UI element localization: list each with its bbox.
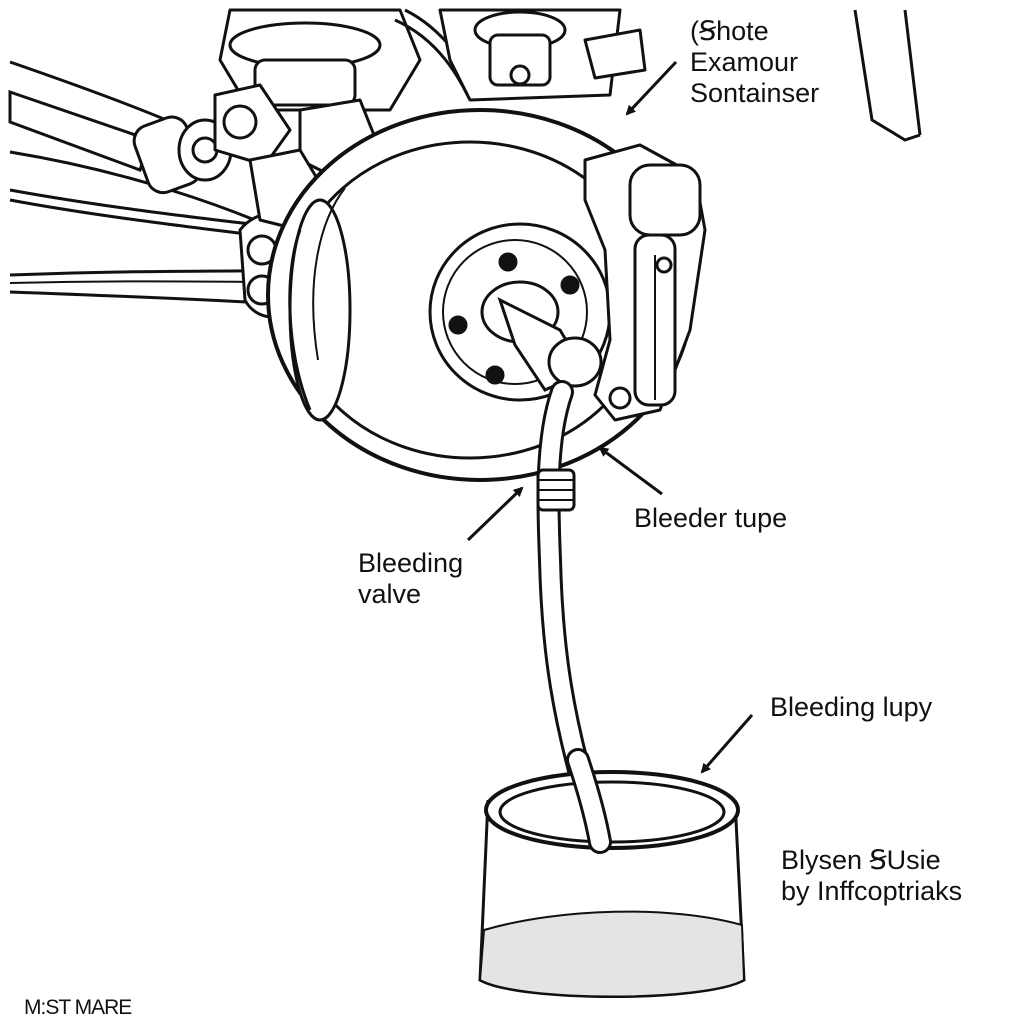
corner-mark: M:ST MARE <box>24 996 132 1019</box>
bleeding-bottle <box>478 748 746 998</box>
wheel-hub <box>448 252 603 392</box>
strut-assembly <box>213 8 647 319</box>
caliper-label-line-1: (Ꞩhote <box>690 16 769 46</box>
pointer-arrows <box>466 60 754 774</box>
caliper-arrow <box>625 60 678 116</box>
credit-label: Blysen ꞨUsie by Inffcoptriaks <box>781 845 962 907</box>
bleeder-tube-label: Bleeder tupe <box>634 503 788 533</box>
bleeder-tube <box>536 380 612 852</box>
brake-caliper <box>583 143 707 422</box>
bleeding-valve-arrow <box>466 486 524 542</box>
caliper-label-line-2: Examour <box>690 47 799 77</box>
credit-label-line-2: by Inffcoptriaks <box>781 876 963 906</box>
bleeding-bottle-label: Bleeding lupy <box>770 692 933 722</box>
caliper-label-line-3: Sontainser <box>690 78 820 108</box>
bleeding-valve-label-line-2: valve <box>358 579 422 609</box>
bleeder-tube-arrow <box>598 446 663 496</box>
caliper-label: (Ꞩhote Examour Sontainser <box>690 16 819 109</box>
bleeding-bottle-arrow <box>700 714 754 774</box>
fender-outline <box>853 9 922 142</box>
bleeding-valve-label-line-1: Bleeding <box>358 548 464 578</box>
bleeding-valve-label: Bleeding valve <box>358 548 463 610</box>
credit-label-line-1: Blysen ꞨUsie <box>781 845 941 875</box>
